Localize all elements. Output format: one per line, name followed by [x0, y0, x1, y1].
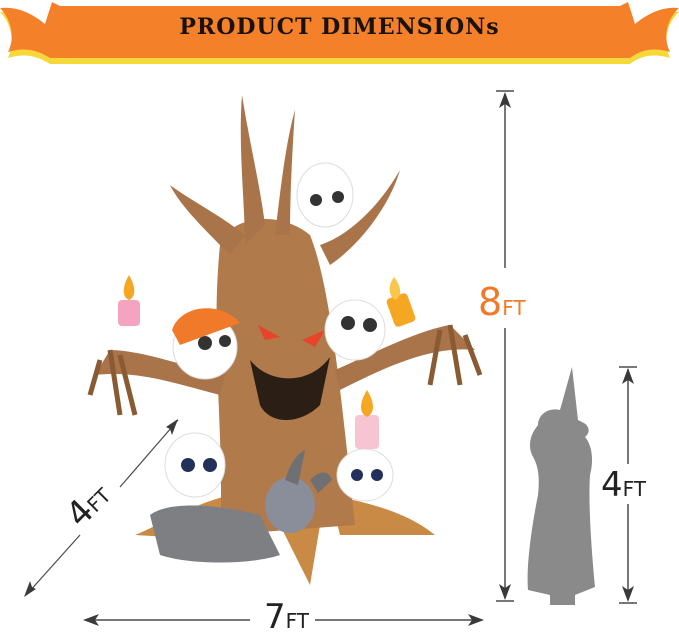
- width-value: 7: [264, 597, 286, 637]
- banner-title: PRODUCT DIMENSIONs: [179, 14, 500, 40]
- width-label: 7FT: [264, 600, 309, 634]
- width-arrow: [83, 614, 484, 626]
- reference-height-label: 4FT: [601, 468, 646, 502]
- width-unit: FT: [285, 609, 310, 633]
- witch-silhouette-icon: [527, 367, 595, 605]
- reference-height-arrow: [619, 366, 637, 604]
- product-image: [87, 95, 483, 585]
- title-banner: PRODUCT DIMENSIONs: [0, 0, 679, 70]
- reference-height-value: 4: [601, 465, 623, 505]
- height-unit: FT: [502, 296, 526, 320]
- height-label: 8FT: [478, 283, 526, 321]
- height-arrow: [496, 90, 514, 602]
- depth-arrow: [24, 419, 179, 597]
- height-value: 8: [478, 280, 503, 324]
- banner-ribbon-shape: [0, 2, 679, 64]
- reference-height-unit: FT: [622, 477, 647, 501]
